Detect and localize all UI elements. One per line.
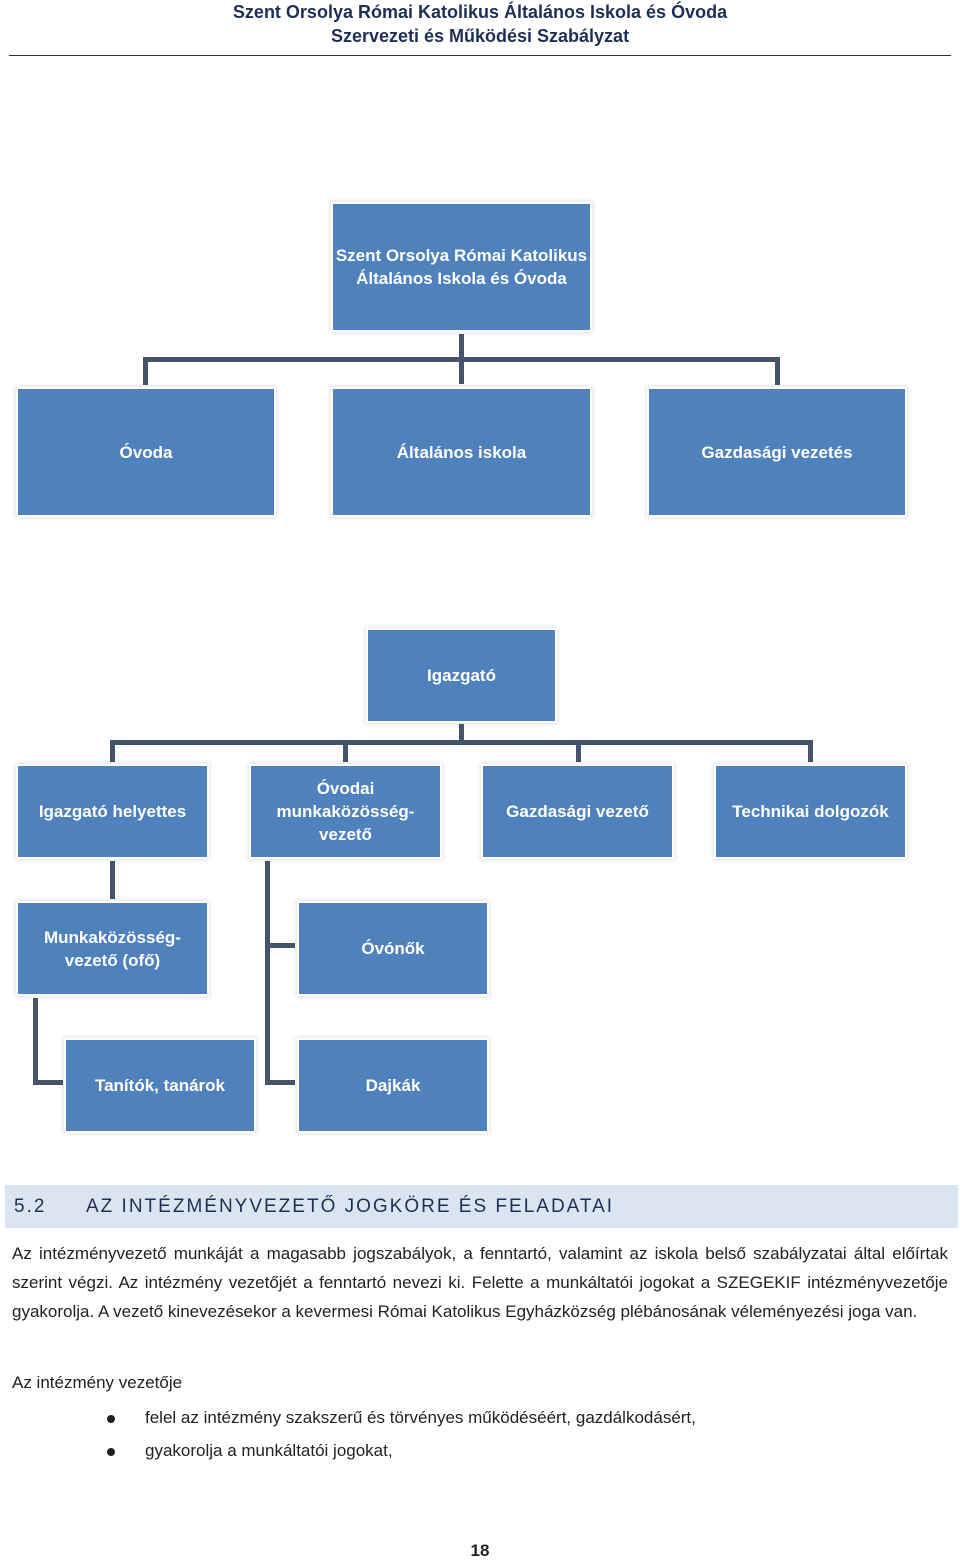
org-box-igazgato-helyettes: Igazgató helyettes bbox=[18, 766, 207, 857]
body-paragraph: Az intézményvezető munkáját a magasabb j… bbox=[12, 1244, 948, 1321]
org-box-munkakozosseg-vezeto: Munkaközösség- vezető (ofő) bbox=[18, 903, 207, 994]
header-school-name: Szent Orsolya Római Katolikus Általános … bbox=[232, 2, 728, 22]
list-item-text: gyakorolja a munkáltatói jogokat, bbox=[145, 1441, 393, 1460]
org-box-gazdasagi-vezeto: Gazdasági vezető bbox=[483, 766, 672, 857]
connector bbox=[775, 357, 780, 385]
org-box-tanitok-tanarok: Tanítók, tanárok bbox=[66, 1040, 254, 1131]
connector bbox=[808, 740, 813, 762]
connector bbox=[110, 740, 813, 745]
org-box-dajkak: Dajkák bbox=[299, 1040, 487, 1131]
section-heading: 5.2 AZ INTÉZMÉNYVEZETŐ JOGKÖRE ÉS FELADA… bbox=[5, 1185, 958, 1228]
section-title: AZ INTÉZMÉNYVEZETŐ JOGKÖRE ÉS FELADATAI bbox=[86, 1195, 615, 1217]
connector bbox=[143, 357, 780, 362]
connector bbox=[33, 998, 38, 1084]
section-number: 5.2 bbox=[14, 1195, 47, 1217]
org-box-altalanos-iskola: Általános iskola bbox=[333, 389, 590, 515]
connector bbox=[110, 740, 115, 762]
connector bbox=[265, 943, 295, 948]
bullet-icon bbox=[107, 1448, 115, 1456]
body-paragraph-intro: Az intézmény vezetője bbox=[12, 1373, 183, 1392]
connector bbox=[576, 740, 581, 762]
org-box-ovoda: Óvoda bbox=[18, 389, 274, 515]
org-box-ovodai-munkakozosseg-vezeto: Óvodai munkaközösség- vezető bbox=[251, 766, 440, 857]
connector bbox=[110, 861, 115, 899]
connector bbox=[265, 1080, 295, 1085]
org-box-institution: Szent Orsolya Római Katolikus Általános … bbox=[333, 204, 590, 330]
org-box-igazgato: Igazgató bbox=[368, 630, 555, 721]
page-number: 18 bbox=[470, 1541, 490, 1560]
list-item-text: felel az intézmény szakszerű és törvénye… bbox=[145, 1408, 696, 1427]
org-box-ovonok: Óvónők bbox=[299, 903, 487, 994]
header-document-title: Szervezeti és Működési Szabályzat bbox=[330, 26, 630, 46]
connector bbox=[143, 357, 148, 385]
org-box-technikai-dolgozok: Technikai dolgozók bbox=[716, 766, 905, 857]
bullet-icon bbox=[107, 1415, 115, 1423]
list-item: gyakorolja a munkáltatói jogokat, bbox=[0, 1437, 960, 1467]
connector bbox=[459, 724, 464, 744]
org-box-gazdasagi-vezetes: Gazdasági vezetés bbox=[649, 389, 905, 515]
list-item: felel az intézmény szakszerű és törvénye… bbox=[0, 1404, 960, 1434]
connector bbox=[265, 861, 270, 1085]
header-divider bbox=[9, 55, 951, 56]
connector bbox=[343, 740, 348, 762]
connector bbox=[33, 1080, 63, 1085]
